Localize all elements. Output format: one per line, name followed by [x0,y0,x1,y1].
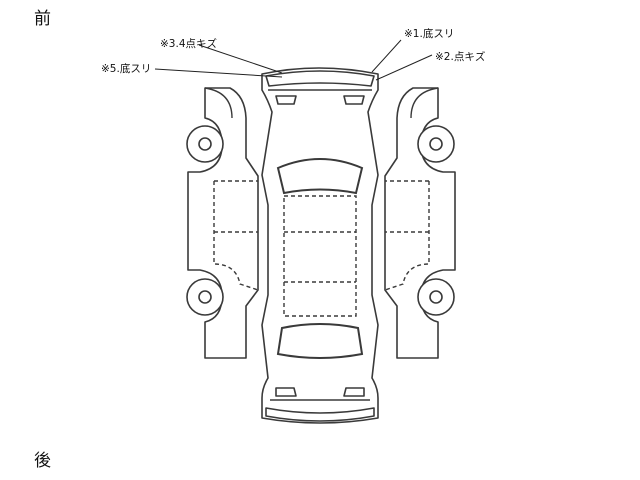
front-bumper [265,70,375,87]
rear-label: 後 [34,451,51,471]
right-rear-wheel [417,278,455,316]
leader-line-note-1 [371,39,402,73]
left-rear-wheel [186,278,224,316]
front-label: 前 [34,9,51,29]
tail-lights [275,387,365,397]
damage-note-5: ※5.底スリ [101,62,151,75]
rear-bumper [265,407,375,422]
roof-panel [283,195,357,317]
leader-line-note-34 [198,44,283,74]
damage-note-34: ※3.4点キズ [160,37,217,50]
damage-note-2: ※2.点キズ [435,50,485,63]
rear-window [276,323,364,359]
leader-line-note-2 [375,54,433,81]
leader-line-note-5 [154,68,283,78]
car-body-top [261,67,379,424]
left-front-wheel [186,125,224,163]
windshield [276,158,364,195]
damage-note-1: ※1.底スリ [404,27,454,40]
headlights [275,95,365,105]
right-front-wheel [417,125,455,163]
